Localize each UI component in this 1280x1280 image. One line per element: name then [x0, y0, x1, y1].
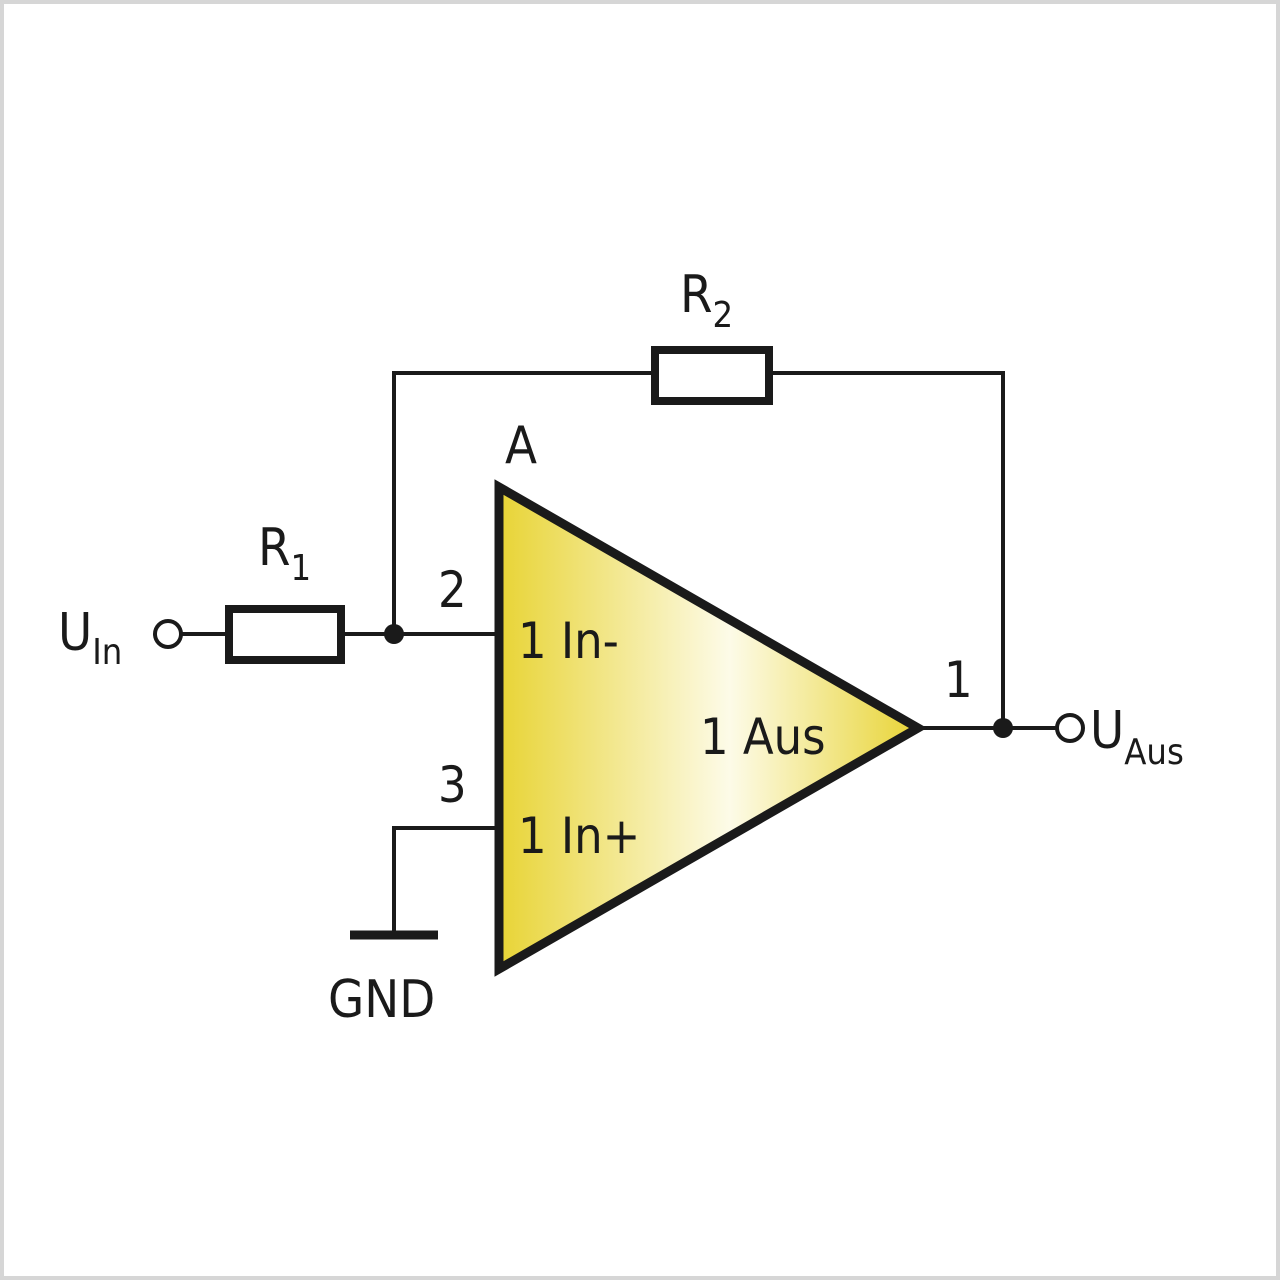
label-pin-2: 2	[438, 561, 467, 619]
label-uaus: UAus	[1090, 701, 1184, 773]
label-gnd: GND	[328, 970, 435, 1030]
label-amp: A	[505, 416, 537, 476]
wire-ground	[392, 826, 499, 937]
label-in-plus: 1 In+	[518, 807, 640, 865]
label-pin-1: 1	[944, 651, 973, 709]
label-in-minus: 1 In-	[518, 612, 619, 670]
label-uin: UIn	[58, 603, 122, 673]
resistor-r2	[651, 346, 773, 405]
label-r1: R1	[258, 518, 311, 589]
op-amp-triangle	[494, 479, 928, 977]
terminal-uaus	[1055, 713, 1085, 743]
junction-dot-output	[993, 718, 1013, 738]
label-r2: R2	[680, 265, 733, 336]
resistor-r1	[225, 605, 345, 664]
junction-dot-input	[384, 624, 404, 644]
label-out: 1 Aus	[700, 708, 826, 766]
terminal-uin	[153, 619, 183, 649]
label-pin-3: 3	[438, 756, 467, 814]
